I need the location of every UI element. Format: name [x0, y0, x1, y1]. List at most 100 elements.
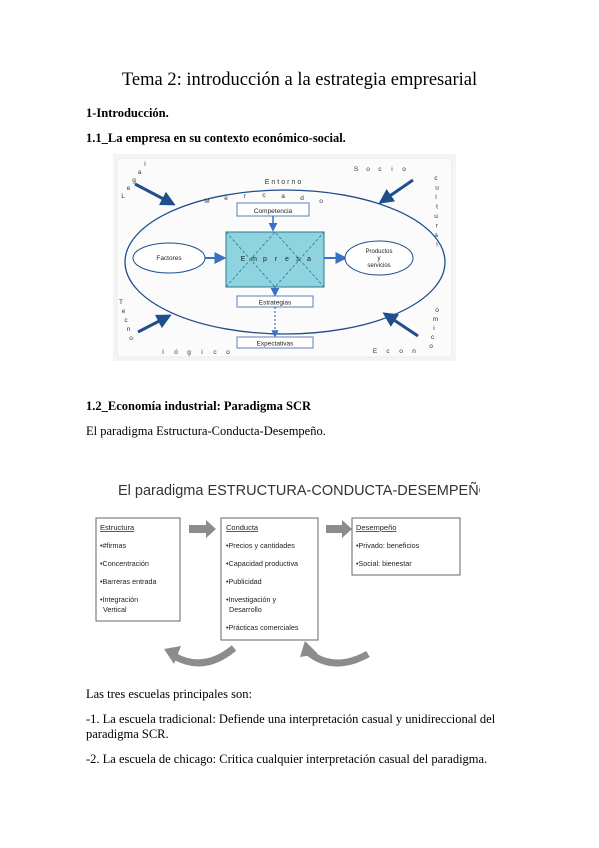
socio-letter: o [366, 166, 370, 173]
arrow-top-right [378, 178, 414, 204]
logico-letter: g [187, 349, 191, 356]
tecno-letter: o [129, 335, 133, 342]
legal-letter: e [127, 185, 131, 192]
arrow-bottom-left [137, 314, 172, 334]
omico-letter: o [429, 343, 433, 350]
omico-letter: m [433, 316, 438, 323]
logico-letter: o [226, 349, 230, 356]
cultural-letter: u [435, 185, 439, 192]
conducta-heading: Conducta [226, 523, 259, 532]
conducta-item: •Prácticas comerciales [226, 623, 299, 632]
factores-label: Factores [156, 255, 182, 262]
cultural-letter: a [434, 232, 438, 239]
empresa-letter: s [296, 256, 300, 263]
arrow-bottom-right [382, 312, 419, 338]
mercado-letter: d [300, 195, 304, 202]
mercado-letter: e [224, 195, 228, 202]
logico-letter: c [213, 349, 217, 356]
mercado-letter: r [244, 193, 247, 200]
productos-line-3: servicios [367, 263, 390, 269]
estructura-item: •Concentración [100, 559, 149, 568]
econo-letter: c [386, 348, 390, 355]
logico-letter: ó [174, 349, 178, 356]
conducta-box [220, 517, 319, 641]
empresa-letter: r [275, 256, 278, 263]
escuela-2: -2. La escuela de chicago: Critica cualq… [86, 752, 488, 766]
legal-letter: a [138, 169, 142, 176]
mercado-letter: a [281, 193, 285, 200]
legal-letter: l [144, 161, 146, 168]
figure-paradigma-scd: El paradigma ESTRUCTURA-CONDUCTA-DESEMPE… [86, 468, 480, 678]
arrow-top-left [134, 182, 176, 206]
cultural-letter: l [436, 242, 438, 249]
conducta-item: •Precios y cantidades [226, 541, 295, 550]
econo-letter: E [373, 348, 378, 355]
cultural-letter: t [436, 204, 438, 211]
econo-letter: n [412, 348, 416, 355]
omico-letter: ó [435, 307, 439, 314]
cultural-letter: u [434, 213, 438, 220]
feedback-arrow-right [305, 649, 370, 667]
estructura-item: •#firmas [100, 541, 126, 550]
estrategias-label: Estrategias [259, 300, 292, 307]
estructura-heading: Estructura [100, 523, 135, 532]
section-heading-1-1: 1.1_La empresa en su contexto económico-… [86, 131, 346, 145]
tecno-letter: c [124, 317, 128, 324]
conducta-item: •Investigación y [226, 595, 276, 604]
estructura-item: Vertical [103, 605, 127, 614]
competencia-label: Competencia [254, 208, 293, 215]
conducta-item: Desarrollo [229, 605, 262, 614]
productos-oval [344, 240, 414, 276]
mercado-letter: M [204, 198, 209, 205]
desempeno-heading: Desempeño [356, 523, 396, 532]
econo-letter: o [399, 348, 403, 355]
estructura-box [95, 517, 181, 622]
expectativas-box [236, 336, 314, 349]
estructura-item: •Barreras entrada [100, 577, 156, 586]
socio-letter: c [378, 166, 382, 173]
logico-letter: i [201, 349, 202, 356]
tecno-letter: T [119, 299, 123, 306]
conducta-item: •Publicidad [226, 577, 262, 586]
empresa-letter: E [241, 256, 246, 263]
section-heading-intro: 1-Introducción. [86, 106, 169, 120]
entorno-label: Entorno [265, 179, 304, 186]
legal-letter: g [132, 177, 136, 184]
socio-letter: i [391, 166, 392, 173]
tecno-letter: e [122, 308, 126, 315]
expectativas-label: Expectativas [257, 341, 295, 348]
mercado-ellipse [124, 189, 446, 335]
omico-letter: i [433, 325, 434, 332]
empresa-letter: p [263, 256, 267, 263]
tecno-letter: n [127, 326, 131, 333]
arrow-estructura-conducta [189, 520, 216, 538]
conducta-item: •Capacidad productiva [226, 559, 298, 568]
cultural-letter: l [435, 194, 437, 201]
feedback-arrow-left [172, 645, 237, 667]
paragraph-paradigma: El paradigma Estructura-Conducta-Desempe… [86, 424, 326, 438]
cultural-letter: r [436, 223, 439, 230]
productos-line-1: Productos [365, 249, 392, 255]
socio-letter: S [354, 166, 359, 173]
estructura-item: •Integración [100, 595, 138, 604]
omico-letter: c [431, 334, 435, 341]
logico-letter: l [162, 349, 164, 356]
mercado-letter: c [262, 192, 266, 199]
cultural-letter: c [434, 175, 438, 182]
legal-letter: L [121, 193, 125, 200]
section-heading-1-2: 1.2_Economía industrial: Paradigma SCR [86, 399, 312, 413]
mercado-letter: o [319, 198, 323, 205]
productos-line-2: y [378, 256, 381, 262]
escuela-1-line-1: -1. La escuela tradicional: Defiende una… [86, 712, 496, 726]
omico-label: ómico [429, 307, 439, 350]
figure-title: El paradigma ESTRUCTURA-CONDUCTA-DESEMPE… [118, 482, 480, 499]
desempeno-box [351, 517, 461, 576]
page-title: Tema 2: introducción a la estrategia emp… [121, 70, 478, 90]
arrow-conducta-desempeno [326, 520, 352, 538]
